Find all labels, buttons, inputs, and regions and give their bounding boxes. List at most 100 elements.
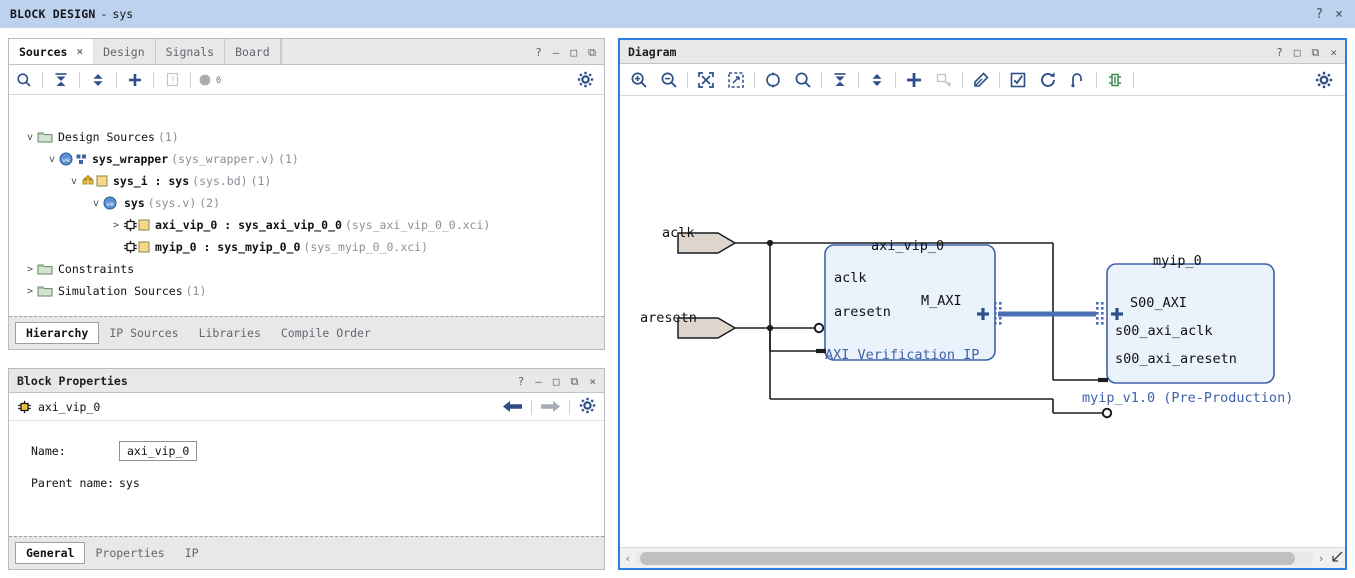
refresh-layout-icon[interactable] bbox=[758, 66, 788, 94]
search-icon[interactable] bbox=[788, 66, 818, 94]
sources-header-controls: ? — □ ⧉ bbox=[535, 40, 596, 64]
ip-core-icon bbox=[18, 400, 31, 413]
diagram-panel: Diagram ? □ ⧉ × bbox=[618, 38, 1347, 570]
back-arrow-icon[interactable] bbox=[503, 398, 522, 417]
bottom-tab-ip-sources[interactable]: IP Sources bbox=[109, 326, 179, 340]
tab-signals-label: Signals bbox=[165, 44, 215, 59]
sources-help-icon[interactable]: ? bbox=[535, 45, 542, 59]
pin-label-m-axi[interactable]: M_AXI bbox=[921, 293, 962, 309]
search-icon[interactable] bbox=[9, 66, 39, 94]
bp-help-icon[interactable]: ? bbox=[517, 374, 525, 388]
diagram-canvas[interactable]: aclk aresetn axi_vip_0 aclk aresetn M_AX… bbox=[620, 97, 1345, 546]
bp-maximize-icon[interactable]: □ bbox=[552, 374, 560, 388]
toolbar-separator bbox=[1096, 71, 1097, 88]
sources-minimize-icon[interactable]: — bbox=[552, 45, 560, 59]
diagram-settings-gear-icon[interactable] bbox=[1315, 71, 1333, 93]
fit-to-screen-icon[interactable] bbox=[691, 66, 721, 94]
tree-row-sys-wrapper[interactable]: v ve sys_wrapper (sys_wrapper.v) (1) bbox=[9, 148, 604, 170]
add-ip-icon[interactable] bbox=[899, 66, 929, 94]
ip-core-icon bbox=[124, 218, 137, 232]
diagram-close-icon[interactable]: × bbox=[1330, 45, 1337, 59]
twisty-icon[interactable]: > bbox=[26, 263, 34, 275]
tree-row-myip-0[interactable]: · myip_0 : sys_myip_0_0 (sys_myip_0_0.xc… bbox=[9, 236, 604, 258]
scrollbar-track[interactable] bbox=[636, 551, 1313, 565]
tree-file: (sys_myip_0_0.xci) bbox=[303, 240, 429, 254]
tree-row-constraints[interactable]: > Constraints bbox=[9, 258, 604, 280]
svg-text:?: ? bbox=[170, 76, 175, 85]
sources-float-icon[interactable]: ⧉ bbox=[588, 45, 596, 59]
optimize-routing-icon[interactable] bbox=[1063, 66, 1093, 94]
diagram-horizontal-scrollbar[interactable]: ‹ › bbox=[620, 547, 1345, 568]
twisty-icon[interactable]: v bbox=[92, 197, 100, 209]
block-properties-gear-icon[interactable] bbox=[579, 397, 596, 418]
help-icon[interactable]: ? bbox=[1315, 6, 1324, 22]
sources-maximize-icon[interactable]: □ bbox=[570, 45, 578, 59]
collapse-all-icon[interactable] bbox=[825, 66, 855, 94]
add-sources-icon[interactable] bbox=[120, 66, 150, 94]
tab-design[interactable]: Design bbox=[93, 39, 156, 64]
forward-arrow-icon[interactable] bbox=[541, 398, 560, 417]
toolbar-separator bbox=[79, 71, 80, 88]
tree-row-simulation-sources[interactable]: > Simulation Sources (1) bbox=[9, 280, 604, 302]
pin-label-aclk[interactable]: aclk bbox=[834, 270, 867, 286]
close-icon[interactable]: × bbox=[1335, 6, 1343, 22]
hierarchy-icon bbox=[76, 154, 86, 164]
tab-sources-label: Sources bbox=[19, 44, 68, 59]
bp-float-icon[interactable]: ⧉ bbox=[570, 374, 579, 388]
run-connection-automation-icon[interactable] bbox=[966, 66, 996, 94]
address-editor-icon[interactable] bbox=[1100, 66, 1130, 94]
tree-label: Simulation Sources bbox=[58, 284, 183, 298]
tree-row-sys-i[interactable]: v sys_i : sys (sys.bd) (1) bbox=[9, 170, 604, 192]
bp-tab-general[interactable]: General bbox=[15, 542, 86, 564]
diagram-help-icon[interactable]: ? bbox=[1276, 45, 1283, 59]
tab-sources[interactable]: Sources × bbox=[9, 39, 94, 64]
twisty-icon[interactable]: v bbox=[48, 153, 56, 165]
sources-tree[interactable]: v Design Sources (1) v ve sys_wrapper (s… bbox=[9, 120, 604, 315]
bottom-tab-hierarchy[interactable]: Hierarchy bbox=[15, 322, 100, 344]
resize-grip-icon[interactable] bbox=[1329, 551, 1345, 565]
tree-row-sys[interactable]: v ve sys (sys.v) (2) bbox=[9, 192, 604, 214]
validate-design-icon[interactable] bbox=[1003, 66, 1033, 94]
bp-tab-ip[interactable]: IP bbox=[184, 546, 199, 560]
tree-row-design-sources[interactable]: v Design Sources (1) bbox=[9, 126, 604, 148]
twisty-icon[interactable]: v bbox=[70, 175, 78, 187]
tab-board[interactable]: Board bbox=[225, 39, 281, 64]
bp-minimize-icon[interactable]: — bbox=[535, 374, 542, 388]
zoom-to-selection-icon[interactable] bbox=[721, 66, 751, 94]
pin-s00-axi-aresetn-inverted bbox=[1101, 407, 1113, 419]
sources-settings-gear-icon[interactable] bbox=[577, 71, 594, 92]
block-properties-header-controls: ? — □ ⧉ × bbox=[518, 369, 596, 393]
expand-all-icon[interactable] bbox=[862, 66, 892, 94]
diagram-float-icon[interactable]: ⧉ bbox=[1311, 45, 1320, 59]
port-label-aresetn[interactable]: aresetn bbox=[640, 310, 697, 326]
pin-label-aresetn[interactable]: aresetn bbox=[834, 304, 891, 320]
tree-row-axi-vip-0[interactable]: > axi_vip_0 : sys_axi_vip_0_0 (sys_axi_v… bbox=[9, 214, 604, 236]
scroll-left-arrow-icon[interactable]: ‹ bbox=[624, 551, 632, 565]
filter-count-icon[interactable]: 0 bbox=[194, 66, 228, 94]
port-label-aclk[interactable]: aclk bbox=[662, 225, 695, 241]
twisty-icon[interactable]: > bbox=[26, 285, 34, 297]
scrollbar-thumb[interactable] bbox=[640, 551, 1295, 565]
bottom-tab-compile-order[interactable]: Compile Order bbox=[280, 326, 371, 340]
bp-close-icon[interactable]: × bbox=[589, 374, 596, 388]
twisty-icon[interactable]: v bbox=[26, 131, 34, 143]
pin-label-s00-axi-aclk[interactable]: s00_axi_aclk bbox=[1115, 323, 1213, 339]
twisty-icon[interactable]: > bbox=[112, 219, 120, 231]
bottom-tab-libraries[interactable]: Libraries bbox=[198, 326, 261, 340]
collapse-all-icon[interactable] bbox=[46, 66, 76, 94]
pin-label-s00-axi-aresetn[interactable]: s00_axi_aresetn bbox=[1115, 351, 1237, 367]
sources-bottom-tabs: Hierarchy IP Sources Libraries Compile O… bbox=[9, 316, 604, 349]
expand-plus-s00-axi bbox=[1111, 308, 1123, 320]
diagram-maximize-icon[interactable]: □ bbox=[1293, 45, 1301, 59]
parent-name-value: sys bbox=[119, 476, 140, 490]
regenerate-layout-icon[interactable] bbox=[1033, 66, 1063, 94]
bp-tab-properties[interactable]: Properties bbox=[95, 546, 165, 560]
tab-close-icon[interactable]: × bbox=[76, 45, 84, 58]
zoom-out-icon[interactable] bbox=[654, 66, 684, 94]
expand-all-icon[interactable] bbox=[83, 66, 113, 94]
tab-signals[interactable]: Signals bbox=[156, 39, 226, 64]
scroll-right-arrow-icon[interactable]: › bbox=[1317, 551, 1325, 565]
pin-label-s00-axi[interactable]: S00_AXI bbox=[1130, 295, 1187, 311]
name-input[interactable]: axi_vip_0 bbox=[119, 441, 198, 461]
zoom-in-icon[interactable] bbox=[624, 66, 654, 94]
